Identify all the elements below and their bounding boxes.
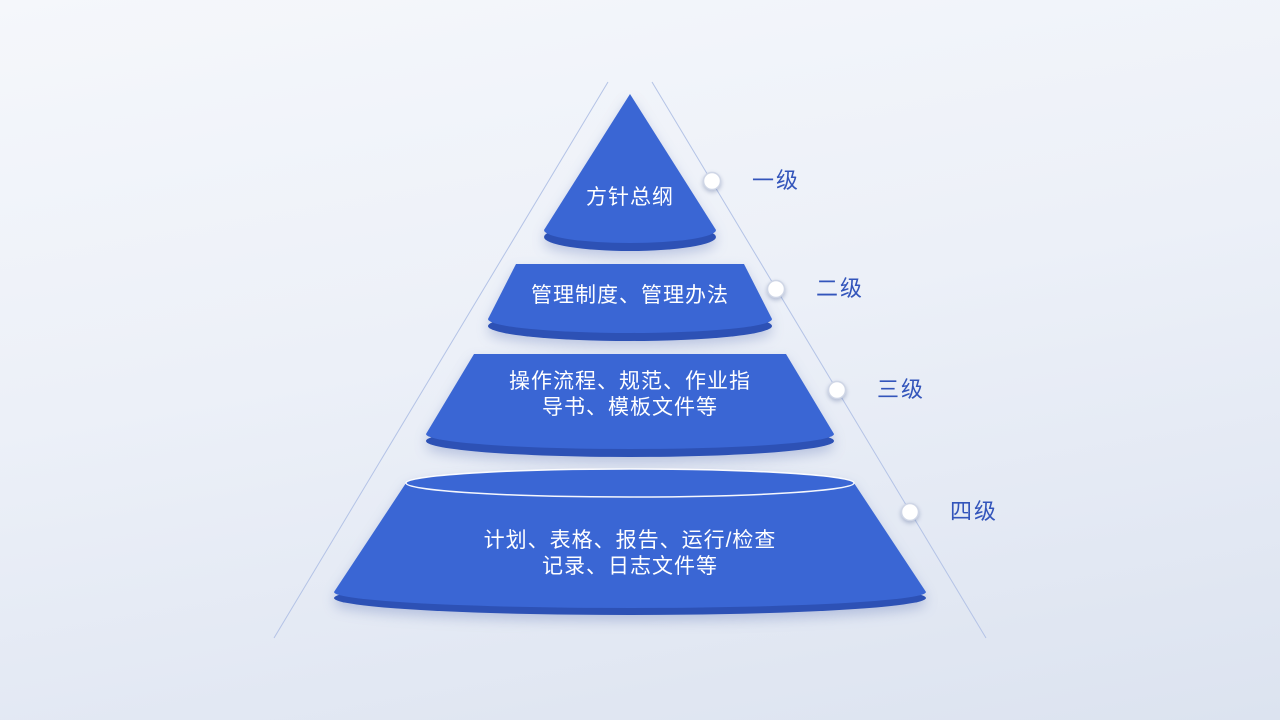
pyramid-level-2-shape (488, 264, 772, 341)
pyramid-level-4-shape (334, 468, 926, 615)
level-4-marker (900, 502, 920, 522)
level-2-frustum (488, 264, 772, 333)
level-4-label: 四级 (950, 499, 999, 524)
level-1-text: 方针总纲 (586, 185, 674, 211)
level-4-frustum (334, 483, 926, 608)
level-3-marker (827, 380, 847, 400)
level-2-text-line: 管理制度、管理办法 (531, 284, 729, 307)
level-3-frustum (426, 354, 834, 449)
level-3-text-line-1: 操作流程、规范、作业指 (509, 370, 751, 393)
level-3-text-line-2: 导书、模板文件等 (542, 396, 718, 419)
level-2-text: 管理制度、管理办法 (531, 283, 729, 309)
pyramid-level-1-shape (544, 94, 716, 251)
level-1-marker (702, 171, 722, 191)
level-1-text-line: 方针总纲 (586, 186, 674, 209)
left-guide-line (273, 81, 609, 639)
level-1-label: 一级 (752, 168, 801, 193)
level-2-label: 二级 (816, 276, 865, 301)
level-4-text-line-2: 记录、日志文件等 (542, 555, 718, 578)
level-4-text: 计划、表格、报告、运行/检查 记录、日志文件等 (484, 528, 777, 580)
pyramid-level-3-shape (426, 354, 834, 457)
level-1-cone (544, 94, 716, 243)
level-4-text-line-1: 计划、表格、报告、运行/检查 (483, 529, 777, 552)
level-3-label: 三级 (877, 377, 926, 402)
level-2-marker (766, 279, 786, 299)
level-3-text: 操作流程、规范、作业指 导书、模板文件等 (509, 369, 751, 421)
level-4-top-rim (405, 468, 855, 498)
